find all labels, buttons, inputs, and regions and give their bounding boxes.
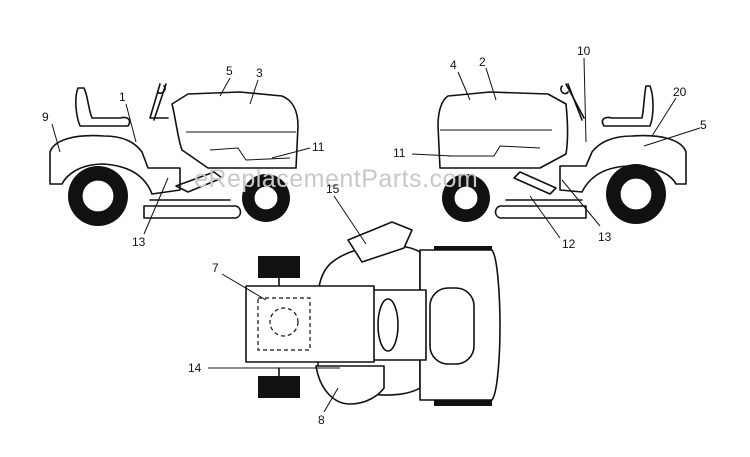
seat-outline [257,297,311,351]
rear-wheel-top [258,256,300,278]
tractor-right-side-view [437,83,687,224]
callout-1: 1 [119,90,126,104]
watermark: eReplacementParts.com [194,165,478,193]
discharge-chute [347,221,413,263]
mower-deck [494,205,587,219]
callout-4: 4 [450,58,457,72]
front-wheel-bottom [434,398,492,406]
rear-fender [559,134,687,193]
callout-8: 8 [318,413,325,427]
callout-7: 7 [212,261,219,275]
seat [75,87,131,127]
callout-10: 10 [577,44,591,58]
tractor-left-side-view [49,83,299,226]
callout-12: 12 [562,237,576,251]
rear-wheel-bottom [258,376,300,398]
callout-20: 20 [673,85,687,99]
callout-11: 11 [312,140,325,154]
callout-14: 14 [188,361,202,375]
callout-labels: 1 5 3 9 11 13 4 2 10 20 5 11 12 13 15 7 … [42,44,707,427]
callout-15: 15 [326,182,340,196]
hood [171,91,299,169]
rear-fender [49,134,181,195]
steering-wheel [149,83,169,119]
callout-11b: 11 [393,146,406,160]
callout-5: 5 [226,64,233,78]
callout-13b: 13 [598,230,612,244]
callout-5b: 5 [700,118,707,132]
mower-deck [143,205,242,219]
tractor-top-view [245,221,501,406]
callout-13: 13 [132,235,146,249]
engine-cover [429,287,475,365]
leader-lines [51,57,701,413]
callout-2: 2 [479,55,486,69]
callout-3: 3 [256,66,263,80]
callout-9: 9 [42,110,49,124]
seat [601,85,654,127]
